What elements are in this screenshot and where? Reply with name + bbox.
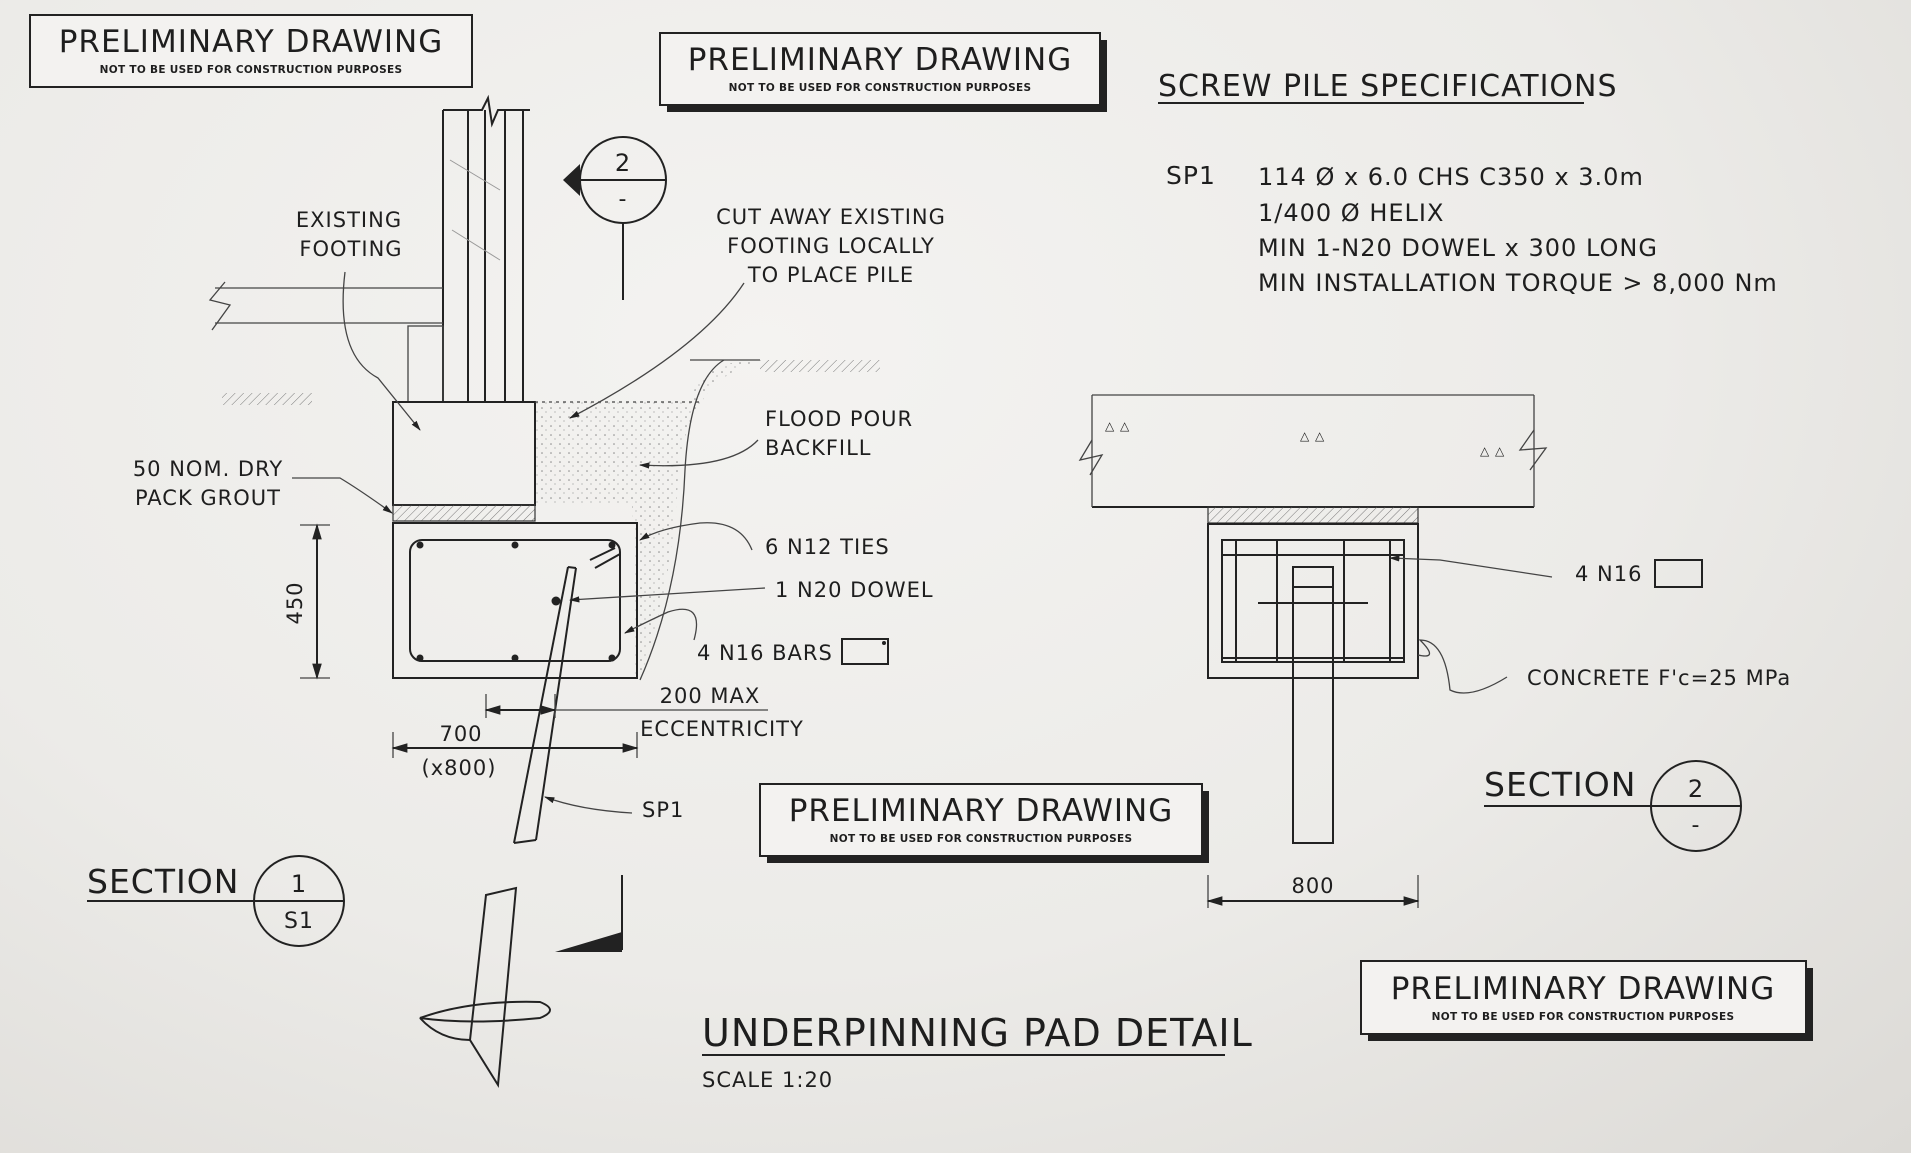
section-1-title: SECTION 1 S1 (87, 855, 345, 947)
bars-symbol (841, 638, 889, 665)
specs-code: SP1 (1166, 161, 1216, 190)
marker-number: 2 (615, 149, 631, 177)
section-marker-number: 2 (1688, 775, 1704, 803)
stamp-subtitle: NOT TO BE USED FOR CONSTRUCTION PURPOSES (830, 833, 1133, 845)
stamp-title: PRELIMINARY DRAWING (1391, 971, 1776, 1007)
concrete-aggregate-mark: △ △ (1300, 429, 1325, 443)
dimension-width: 800 (1291, 874, 1334, 898)
label-grout: 50 NOM. DRY (133, 457, 283, 481)
label-grout: PACK GROUT (135, 486, 281, 510)
detail-scale: SCALE 1:20 (702, 1068, 833, 1092)
screw-pile-specifications: SCREW PILE SPECIFICATIONS SP1 114 Ø x 6.… (1158, 69, 1778, 297)
label-eccentricity: ECCENTRICITY (640, 717, 804, 741)
section-title: SECTION (87, 862, 239, 901)
section-2-drawing: △ △ △ △ △ △ 800 (1078, 394, 1553, 908)
label-flood-pour: BACKFILL (765, 436, 872, 460)
label-existing-footing: EXISTING (296, 208, 402, 232)
section-title: SECTION (1484, 765, 1636, 804)
label-cut-away: FOOTING LOCALLY (727, 234, 935, 258)
dimension-width-alt: (x800) (422, 756, 497, 780)
preliminary-stamp-3: PRELIMINARY DRAWING NOT TO BE USED FOR C… (759, 783, 1209, 863)
label-existing-footing: FOOTING (299, 237, 402, 261)
specs-line: MIN INSTALLATION TORQUE > 8,000 Nm (1258, 269, 1778, 297)
concrete-aggregate-mark: △ △ (1105, 419, 1130, 433)
specs-line: 114 Ø x 6.0 CHS C350 x 3.0m (1258, 163, 1644, 191)
label-cut-away: TO PLACE PILE (747, 263, 914, 287)
dimension-height: 450 (283, 581, 307, 624)
dimension-width: 700 (439, 722, 482, 746)
preliminary-stamp-2: PRELIMINARY DRAWING NOT TO BE USED FOR C… (659, 32, 1107, 112)
section-marker-sheet: - (1692, 813, 1701, 838)
detail-title: UNDERPINNING PAD DETAIL (702, 1011, 1253, 1055)
label-ties: 6 N12 TIES (765, 535, 890, 559)
section-marker-sheet: S1 (284, 909, 314, 934)
concrete-aggregate-mark: △ △ (1480, 444, 1505, 458)
stamp-title: PRELIMINARY DRAWING (59, 24, 444, 60)
label-cut-away: CUT AWAY EXISTING (716, 205, 946, 229)
label-flood-pour: FLOOD POUR (765, 407, 913, 431)
preliminary-stamp-1: PRELIMINARY DRAWING NOT TO BE USED FOR C… (29, 14, 473, 88)
label-pile: SP1 (642, 798, 684, 822)
stamp-title: PRELIMINARY DRAWING (789, 793, 1174, 829)
section-2-labels: 4 N16 CONCRETE F'c=25 MPa (1527, 559, 1791, 690)
specs-line: 1/400 Ø HELIX (1258, 199, 1444, 227)
specs-line: MIN 1-N20 DOWEL x 300 LONG (1258, 234, 1658, 262)
label-dowel: 1 N20 DOWEL (775, 578, 934, 602)
label-bars: 4 N16 (1575, 562, 1642, 586)
section-1-drawing: 450 700 (x800) 2 - (208, 94, 880, 1089)
detail-title-block: UNDERPINNING PAD DETAIL SCALE 1:20 (702, 1011, 1253, 1092)
label-bars: 4 N16 BARS (697, 641, 833, 665)
stamp-subtitle: NOT TO BE USED FOR CONSTRUCTION PURPOSES (1432, 1011, 1735, 1023)
marker-sheet: - (619, 187, 628, 212)
stamp-subtitle: NOT TO BE USED FOR CONSTRUCTION PURPOSES (729, 82, 1032, 94)
specs-heading: SCREW PILE SPECIFICATIONS (1158, 69, 1618, 104)
section-2-title: SECTION 2 - (1484, 760, 1742, 852)
bars-symbol (1654, 559, 1703, 588)
preliminary-stamp-4: PRELIMINARY DRAWING NOT TO BE USED FOR C… (1360, 960, 1813, 1041)
label-concrete: CONCRETE F'c=25 MPa (1527, 666, 1791, 690)
section-marker-number: 1 (291, 870, 307, 898)
section-1-labels: EXISTING FOOTING CUT AWAY EXISTING FOOTI… (133, 205, 946, 822)
label-eccentricity: 200 MAX (660, 684, 761, 708)
stamp-title: PRELIMINARY DRAWING (688, 42, 1073, 78)
stamp-subtitle: NOT TO BE USED FOR CONSTRUCTION PURPOSES (100, 64, 403, 76)
